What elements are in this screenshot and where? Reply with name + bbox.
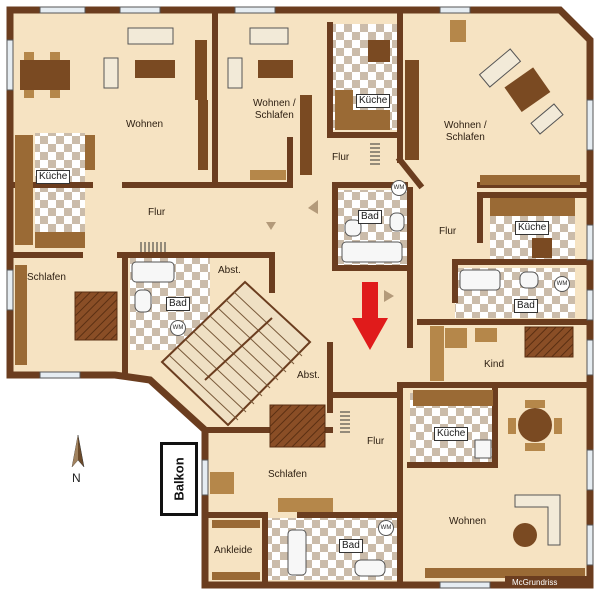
- north-arrow-icon: [71, 434, 85, 468]
- windows: [6, 6, 594, 589]
- room-label-flur-w: Flur: [148, 207, 166, 218]
- room-label-wohnen-schlafen-n: Wohnen / Schlafen: [253, 98, 296, 121]
- radiators: [140, 143, 380, 433]
- staircase: [160, 280, 312, 427]
- furniture: [15, 20, 585, 580]
- room-label-bad-s: Bad: [339, 539, 363, 553]
- room-label-wohnen-nw: Wohnen: [126, 119, 164, 130]
- room-label-ankleide: Ankleide: [214, 545, 253, 556]
- hallway-markers: [266, 200, 394, 302]
- room-label-flur-s: Flur: [367, 436, 385, 447]
- room-label-flur-n: Flur: [332, 152, 350, 163]
- credit-label: McGrundriss: [512, 578, 558, 587]
- room-label-bad-mid: Bad: [358, 210, 382, 224]
- room-label-schlafen-s: Schlafen: [268, 469, 307, 480]
- washing-machine-icon: WM: [170, 320, 186, 336]
- washing-machine-icon: WM: [378, 520, 394, 536]
- room-label-abst-s: Abst.: [297, 370, 320, 381]
- room-label-kueche-w: Küche: [36, 170, 71, 184]
- room-label-kind: Kind: [484, 359, 505, 370]
- room-label-bad-w: Bad: [166, 297, 190, 311]
- washing-machine-icon: WM: [554, 276, 570, 292]
- room-label-schlafen-w: Schlafen: [27, 272, 66, 283]
- north-label: N: [72, 471, 81, 485]
- room-label-wohnen-se: Wohnen: [449, 516, 487, 527]
- washing-machine-icon: WM: [391, 180, 407, 196]
- location-arrow-icon: [352, 282, 388, 350]
- room-label-kueche-e: Küche: [515, 221, 550, 235]
- room-label-abst-w: Abst.: [218, 265, 241, 276]
- room-label-kueche-n: Küche: [356, 94, 391, 108]
- room-label-bad-e: Bad: [514, 299, 538, 313]
- balcony-label: Balkon: [171, 457, 187, 501]
- room-label-kueche-s: Küche: [434, 427, 469, 441]
- room-label-flur-e: Flur: [439, 226, 457, 237]
- balcony: Balkon: [160, 442, 198, 516]
- credit-strip: [505, 576, 587, 588]
- room-label-wohnen-schlafen-ne: Wohnen / Schlafen: [444, 120, 487, 143]
